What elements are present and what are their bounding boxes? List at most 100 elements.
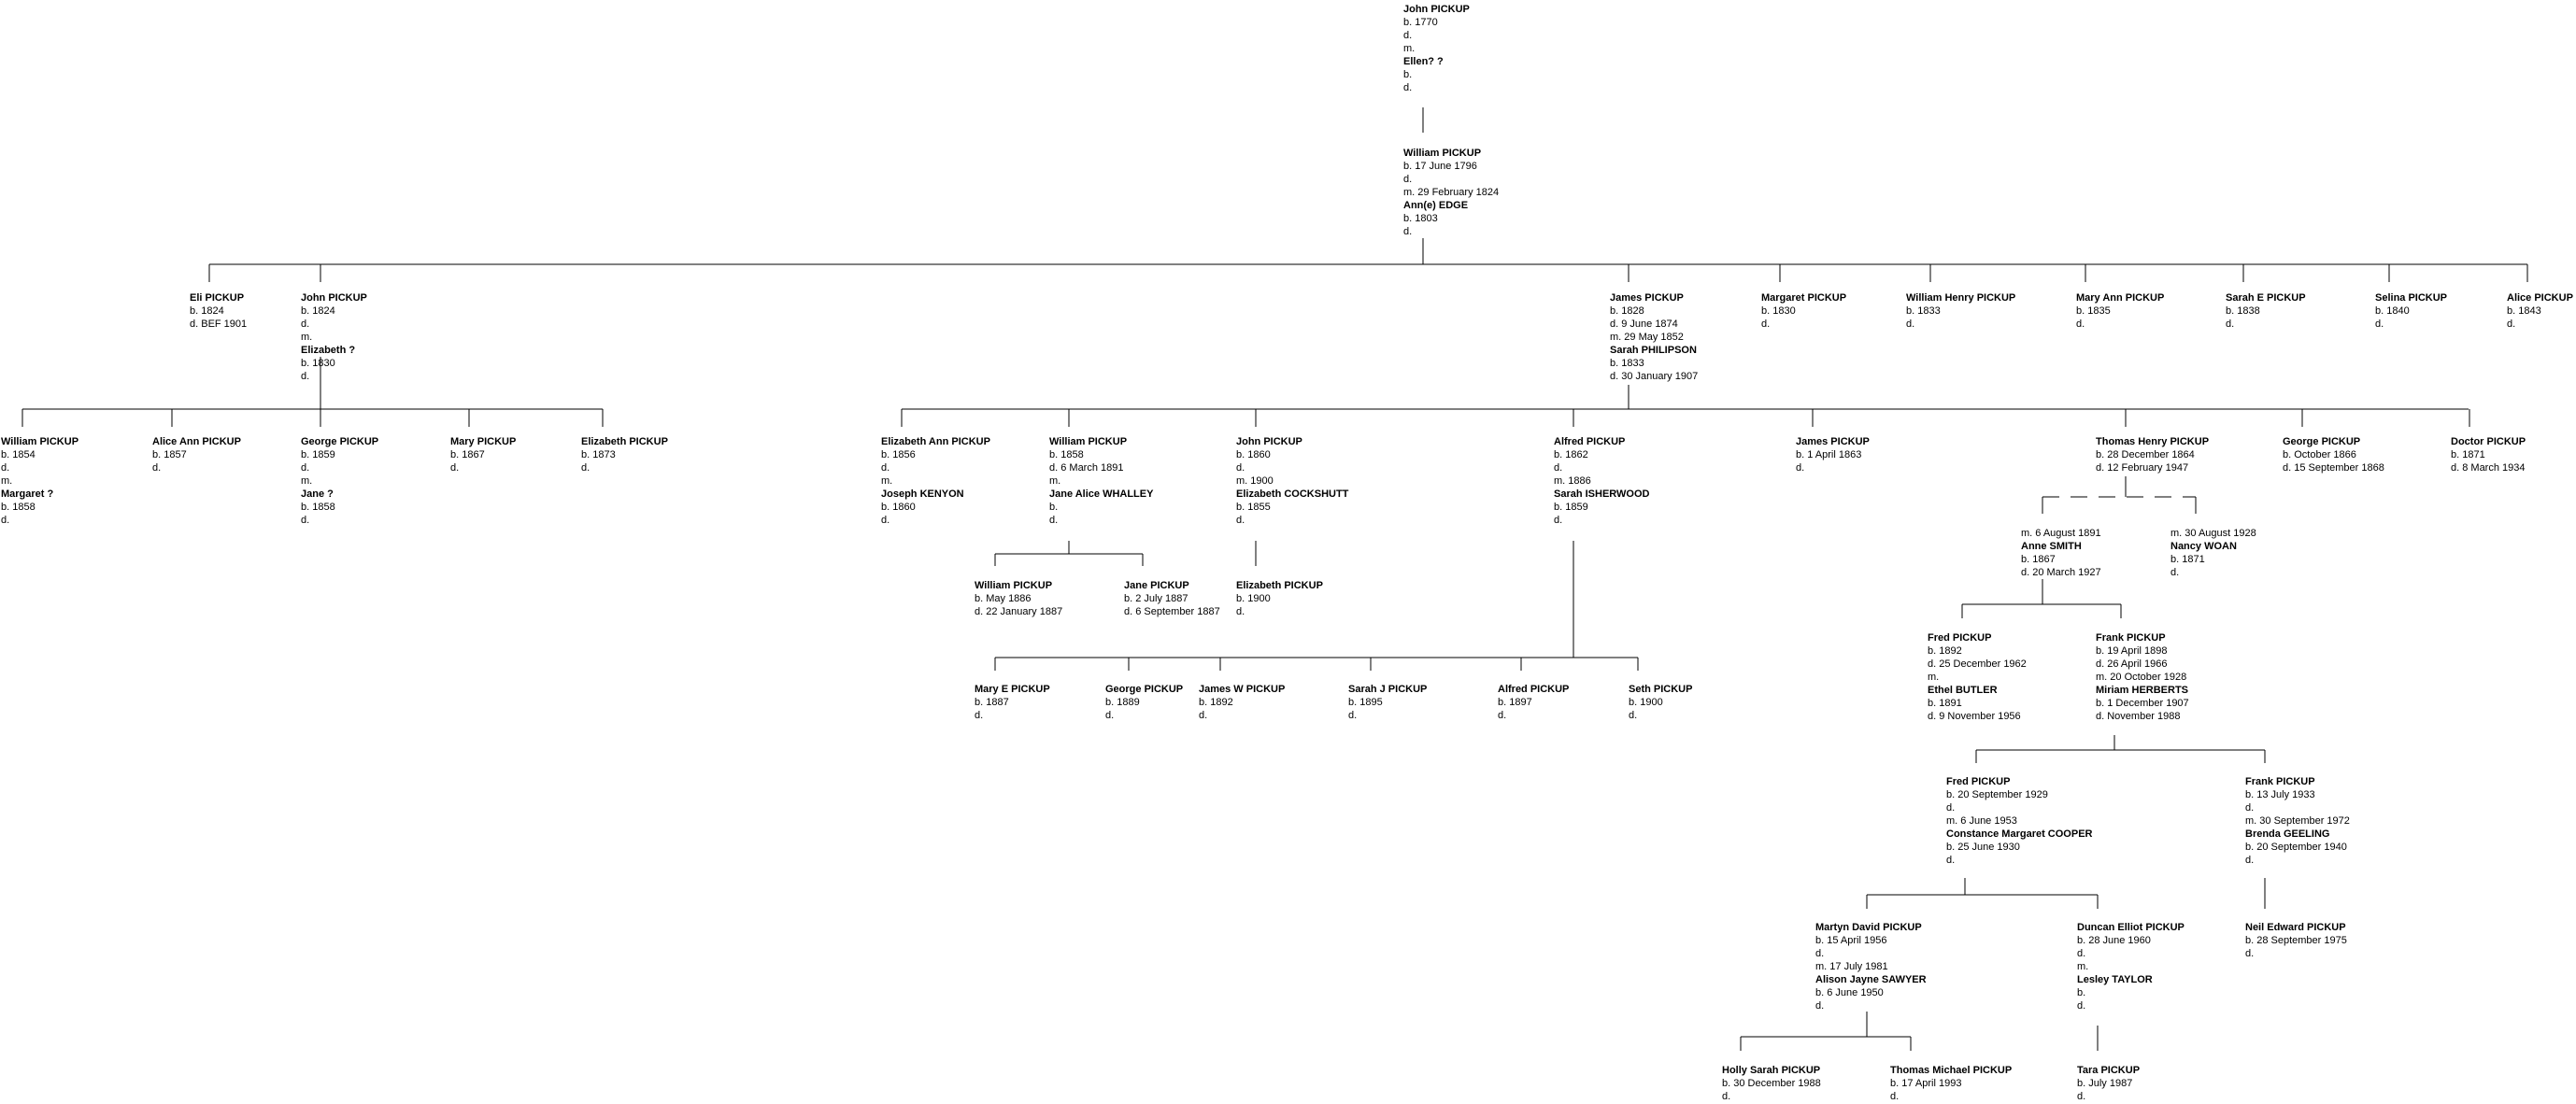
spouse-detail: d. bbox=[2245, 855, 2255, 866]
person-detail: b. 1840 bbox=[2375, 305, 2410, 317]
person-detail: d. bbox=[152, 462, 162, 474]
person-detail: b. 1856 bbox=[881, 449, 916, 460]
person-detail: b. 1897 bbox=[1498, 697, 1532, 708]
person-detail: b. 2 July 1887 bbox=[1124, 593, 1188, 604]
person-detail: b. 15 April 1956 bbox=[1815, 935, 1887, 946]
person-name: Alfred PICKUP bbox=[1498, 684, 1570, 695]
person-detail: m. bbox=[881, 475, 893, 487]
person-name: Duncan Elliot PICKUP bbox=[2077, 922, 2185, 933]
person-detail: b. 1900 bbox=[1236, 593, 1271, 604]
person-card-james-w-pickup-34: James W PICKUP b. 1892 d. bbox=[1199, 683, 1285, 722]
person-name: William PICKUP bbox=[1049, 436, 1128, 447]
spouse-detail: d. 30 January 1907 bbox=[1610, 371, 1699, 382]
person-name: Thomas Michael PICKUP bbox=[1890, 1065, 2013, 1076]
person-detail: b. 28 June 1960 bbox=[2077, 935, 2151, 946]
person-name: Mary PICKUP bbox=[450, 436, 517, 447]
person-name: Seth PICKUP bbox=[1629, 684, 1693, 695]
person-detail: m. 6 June 1953 bbox=[1946, 815, 2017, 827]
person-detail: d. 8 March 1934 bbox=[2451, 462, 2526, 474]
spouse-detail: d. bbox=[1946, 855, 1956, 866]
person-name: George PICKUP bbox=[1105, 684, 1184, 695]
person-name: Elizabeth PICKUP bbox=[1236, 580, 1323, 591]
person-detail: d. bbox=[1722, 1091, 1731, 1102]
person-detail: d. bbox=[1199, 710, 1208, 721]
spouse-detail: b. bbox=[2077, 987, 2086, 998]
person-detail: b. 1835 bbox=[2076, 305, 2111, 317]
person-detail: d. bbox=[2077, 1091, 2086, 1102]
person-name: Fred PICKUP bbox=[1946, 776, 2011, 787]
person-card-alfred-pickup-36: Alfred PICKUP b. 1897 d. bbox=[1498, 683, 1569, 722]
person-detail: d. bbox=[1890, 1091, 1900, 1102]
person-card-mary-pickup-15: Mary PICKUP b. 1867 d. bbox=[450, 435, 516, 474]
person-name: James PICKUP bbox=[1610, 292, 1684, 304]
person-detail: d. bbox=[1498, 710, 1507, 721]
spouse-detail: b. 25 June 1930 bbox=[1946, 842, 2020, 853]
person-detail: d. bbox=[450, 462, 460, 474]
person-detail: m. bbox=[1, 475, 13, 487]
spouse-detail: d. 9 November 1956 bbox=[1928, 711, 2021, 722]
person-name: Frank PICKUP bbox=[2245, 776, 2315, 787]
spouse-detail: b. 1871 bbox=[2170, 554, 2205, 565]
spouse-name: Margaret ? bbox=[1, 488, 54, 500]
person-name: George PICKUP bbox=[2283, 436, 2361, 447]
person-detail: d. bbox=[581, 462, 591, 474]
person-detail: b. 1833 bbox=[1906, 305, 1941, 317]
spouse-detail: d. bbox=[1, 515, 10, 526]
person-name: Mary E PICKUP bbox=[975, 684, 1050, 695]
spouse-name: Brenda GEELING bbox=[2245, 828, 2330, 840]
person-name: James W PICKUP bbox=[1199, 684, 1286, 695]
person-detail: m. bbox=[1049, 475, 1061, 487]
spouse-detail: b. 6 June 1950 bbox=[1815, 987, 1884, 998]
spouse-detail: b. 1858 bbox=[1, 502, 36, 513]
person-detail: b. 1824 bbox=[301, 305, 335, 317]
person-detail: d. bbox=[2076, 318, 2085, 330]
person-name: Sarah J PICKUP bbox=[1348, 684, 1428, 695]
spouse-name: Nancy WOAN bbox=[2170, 541, 2237, 552]
person-name: Elizabeth PICKUP bbox=[581, 436, 668, 447]
person-detail: d. bbox=[2077, 948, 2086, 959]
person-detail: b. 28 December 1864 bbox=[2096, 449, 2195, 460]
spouse-detail: b. bbox=[1049, 502, 1059, 513]
person-detail: b. 1857 bbox=[152, 449, 187, 460]
person-name: John PICKUP bbox=[1403, 4, 1470, 15]
person-detail: b. 1900 bbox=[1629, 697, 1663, 708]
person-detail: b. 1838 bbox=[2226, 305, 2260, 317]
person-detail: d. bbox=[1815, 948, 1825, 959]
person-name: Alice Ann PICKUP bbox=[152, 436, 241, 447]
person-detail: b. 1892 bbox=[1199, 697, 1233, 708]
person-detail: b. 13 July 1933 bbox=[2245, 789, 2315, 800]
person-detail: b. 1871 bbox=[2451, 449, 2485, 460]
person-detail: d. 26 April 1966 bbox=[2096, 658, 2168, 670]
person-detail: b. May 1886 bbox=[975, 593, 1032, 604]
person-name: John PICKUP bbox=[1236, 436, 1302, 447]
spouse-detail: b. 1891 bbox=[1928, 698, 1962, 709]
person-detail: b. 1828 bbox=[1610, 305, 1644, 317]
spouse-detail: b. 1830 bbox=[301, 358, 335, 369]
person-detail: b. 1867 bbox=[450, 449, 485, 460]
person-detail: b. 20 September 1929 bbox=[1946, 789, 2048, 800]
person-detail: d. bbox=[1554, 462, 1563, 474]
